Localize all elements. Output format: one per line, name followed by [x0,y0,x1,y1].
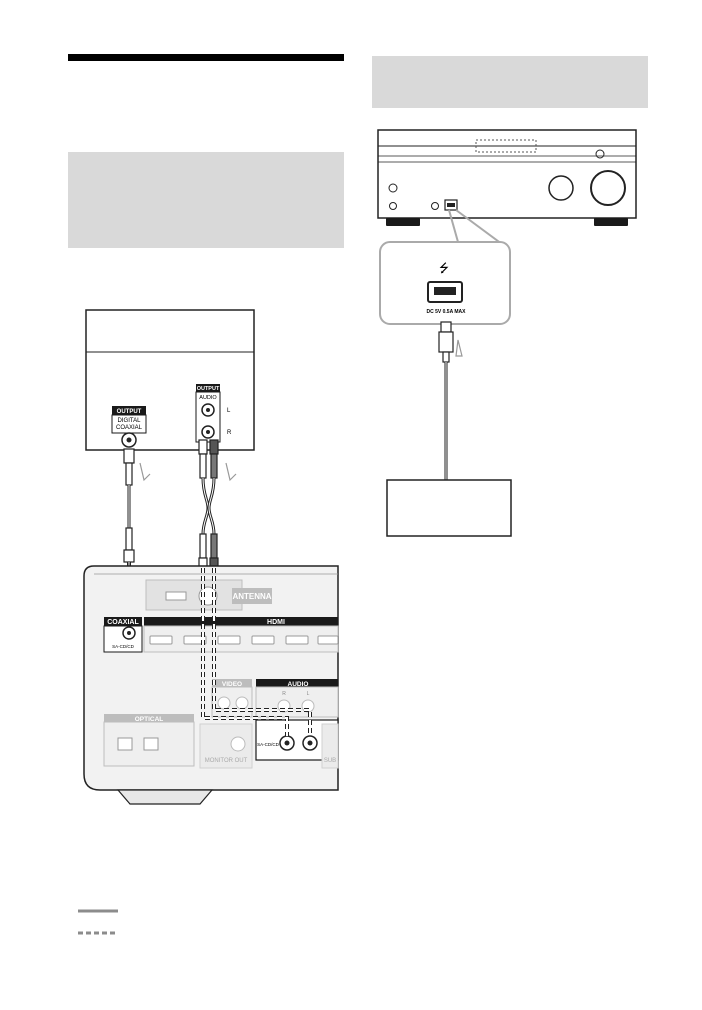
coaxial-input-label: COAXIAL [107,619,139,626]
left-heading-box [68,152,344,248]
usb-port-label: DC 5V 0.5A MAX [427,309,467,315]
monitor-out-label: MONITOR OUT [205,758,248,764]
callout-line [448,209,459,243]
section-rule [68,54,344,61]
hdmi-section: HDMI [143,617,339,653]
usb-symbol-icon: ⭍ [439,261,449,275]
receiver-front-panel [377,129,637,226]
insert-arrow-icon [139,462,151,482]
audio-cable-route [201,568,312,736]
receiver-foot [116,789,214,805]
audio-cable [198,439,237,569]
sub-label: SUB [324,758,336,764]
channel-l-label: L [227,408,231,414]
audio-l-label: L [307,691,310,697]
coaxial-label: COAXIAL [116,425,143,431]
digital-coaxial-output: OUTPUT DIGITAL COAXIAL [111,406,147,448]
analog-audio-output: OUTPUT AUDIO L R [195,384,232,443]
hdmi-label: HDMI [267,619,285,626]
audio-label: AUDIO [199,395,217,401]
insert-arrow-icon [455,339,463,357]
output-label: OUTPUT [117,409,142,415]
receiver-rear-panel: ANTENNA COAXIAL SA-CD/CD HDMI VIDEO [83,565,339,805]
audio-input-label: AUDIO [288,681,309,688]
sub-section: SUB [321,723,339,769]
usb-detail-callout: ⭍ DC 5V 0.5A MAX [379,241,511,325]
right-heading-box [372,56,648,108]
power-button [388,183,398,193]
channel-r-label: R [227,430,232,436]
digital-label: DIGITAL [118,418,142,424]
monitor-out-section: MONITOR OUT [199,723,253,769]
phones-jack [389,202,397,210]
mic-jack [431,202,439,210]
volume-knob [590,170,626,206]
usb-cable [438,321,463,480]
coaxial-jack-label: SA-CD/CD [112,644,135,649]
optical-label: OPTICAL [135,716,164,723]
input-selector-knob [548,175,574,201]
front-display [475,139,537,153]
source-device: OUTPUT DIGITAL COAXIAL OUTPUT AUDIO L R [85,309,255,451]
legend [78,909,118,935]
coaxial-input: COAXIAL SA-CD/CD [103,617,143,653]
front-foot-left [386,218,420,226]
video-label: VIDEO [222,681,242,688]
audio-r-label: R [282,691,286,697]
sacd-label: SA-CD/CD [257,742,280,747]
output-audio-label: OUTPUT [197,386,220,392]
insert-arrow-icon [225,462,237,482]
antenna-label: ANTENNA [232,592,271,601]
front-foot-right [594,218,628,226]
antenna-section: ANTENNA [145,579,272,611]
optical-section: OPTICAL [103,714,195,767]
usb-device [386,479,512,537]
